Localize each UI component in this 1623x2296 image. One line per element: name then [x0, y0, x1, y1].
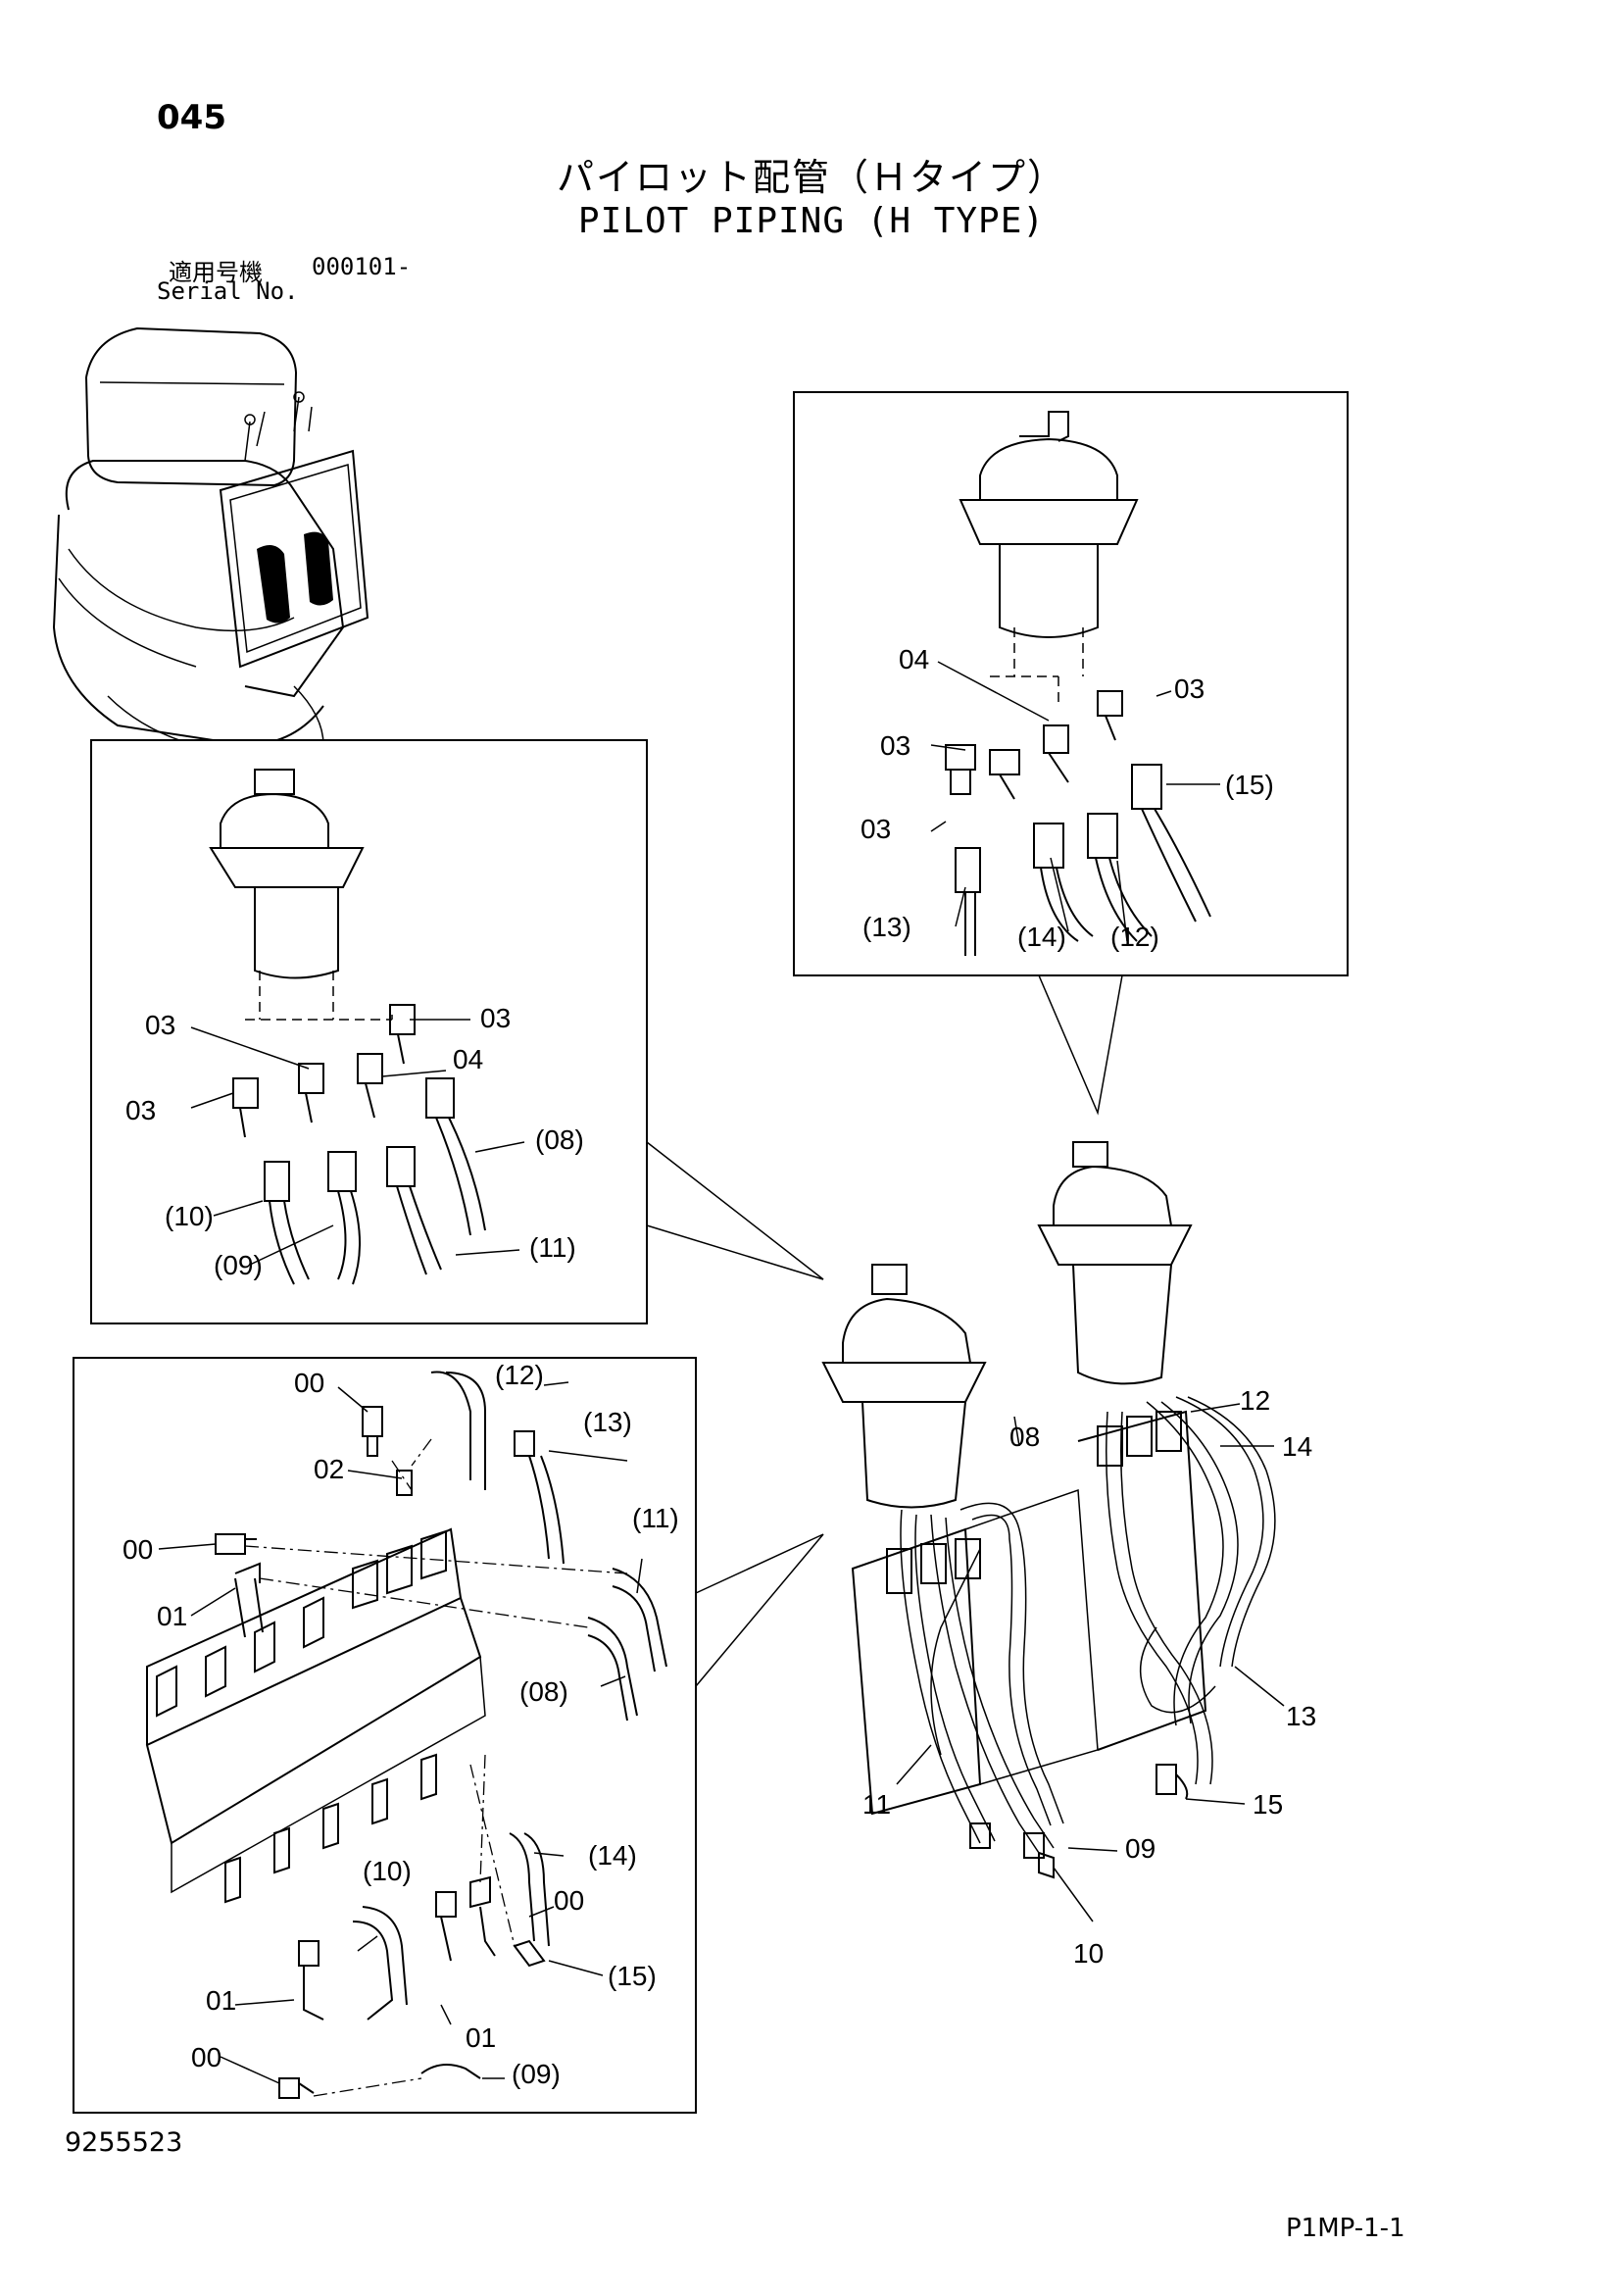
right-inset-frame [793, 391, 1349, 1116]
callout-label: (08) [535, 1124, 584, 1155]
callout-label: (10) [363, 1856, 412, 1886]
callout-label: 04 [899, 644, 929, 674]
left-inset-callouts: 03 03 04 03 (08) (10) (09) (11) [125, 1003, 584, 1280]
callout-label: 00 [554, 1885, 584, 1916]
seat-console-overview [52, 326, 369, 785]
callout-label: 01 [206, 1985, 236, 2016]
main-pilot-valve-assembly [821, 1141, 1285, 1922]
callout-label: (08) [519, 1676, 568, 1707]
callout-label: (14) [588, 1840, 637, 1871]
callout-label: 10 [1073, 1938, 1104, 1969]
callout-label: 03 [480, 1003, 511, 1033]
callout-label: (10) [165, 1201, 214, 1231]
document-number: 9255523 [65, 2127, 183, 2158]
callout-label: 03 [145, 1010, 175, 1040]
left-inset-frame [90, 739, 824, 1324]
callout-label: 13 [1286, 1701, 1316, 1731]
callout-label: 14 [1282, 1431, 1312, 1462]
page-title-japanese: パイロット配管（Ｈタイプ） [556, 156, 1066, 199]
callout-label: 00 [191, 2042, 221, 2072]
callout-label: (09) [512, 2059, 561, 2089]
page-number: 045 [157, 98, 226, 137]
callout-label: 03 [861, 814, 891, 844]
callout-label: (15) [608, 1961, 657, 1991]
serial-label-english: Serial No. [157, 277, 299, 305]
serial-number-value: 000101- [312, 253, 412, 280]
serial-label-japanese: 適用号機 [169, 259, 263, 286]
callout-label: 00 [123, 1534, 153, 1565]
callout-label: (15) [1225, 770, 1274, 800]
callout-label: (09) [214, 1250, 263, 1280]
callout-label: 11 [862, 1789, 891, 1820]
callout-label: (13) [583, 1407, 632, 1437]
bottom-inset-callouts: 00 (12) (13) 02 00 (11) 01 (08) (14) (10… [123, 1360, 679, 2089]
callout-label: 04 [453, 1044, 483, 1074]
callout-label: (11) [529, 1232, 576, 1263]
callout-label: (12) [495, 1360, 544, 1390]
callout-label: 02 [314, 1454, 344, 1484]
right-inset-callouts: 04 03 03 (15) 03 (13) (14) (12) [861, 644, 1274, 952]
callout-label: 01 [157, 1601, 187, 1631]
callout-label: (11) [632, 1503, 679, 1533]
callout-label: 09 [1125, 1833, 1156, 1864]
callout-label: 15 [1253, 1789, 1283, 1820]
callout-label: 08 [1009, 1422, 1040, 1452]
callout-label: 00 [294, 1368, 324, 1398]
callout-label: (13) [862, 912, 911, 942]
callout-label: 03 [880, 730, 910, 761]
page-reference: P1MP-1-1 [1286, 2214, 1405, 2243]
main-assembly-callouts: 08 12 14 13 11 15 09 10 [862, 1385, 1316, 1969]
callout-label: 03 [125, 1095, 156, 1125]
page-title-english: PILOT PIPING (H TYPE) [577, 201, 1046, 241]
callout-label: 12 [1240, 1385, 1270, 1416]
callout-label: (12) [1110, 922, 1159, 952]
callout-label: 03 [1174, 674, 1205, 704]
callout-label: 01 [466, 2022, 496, 2053]
callout-label: (14) [1017, 922, 1066, 952]
bottom-inset-frame [73, 1357, 824, 2114]
